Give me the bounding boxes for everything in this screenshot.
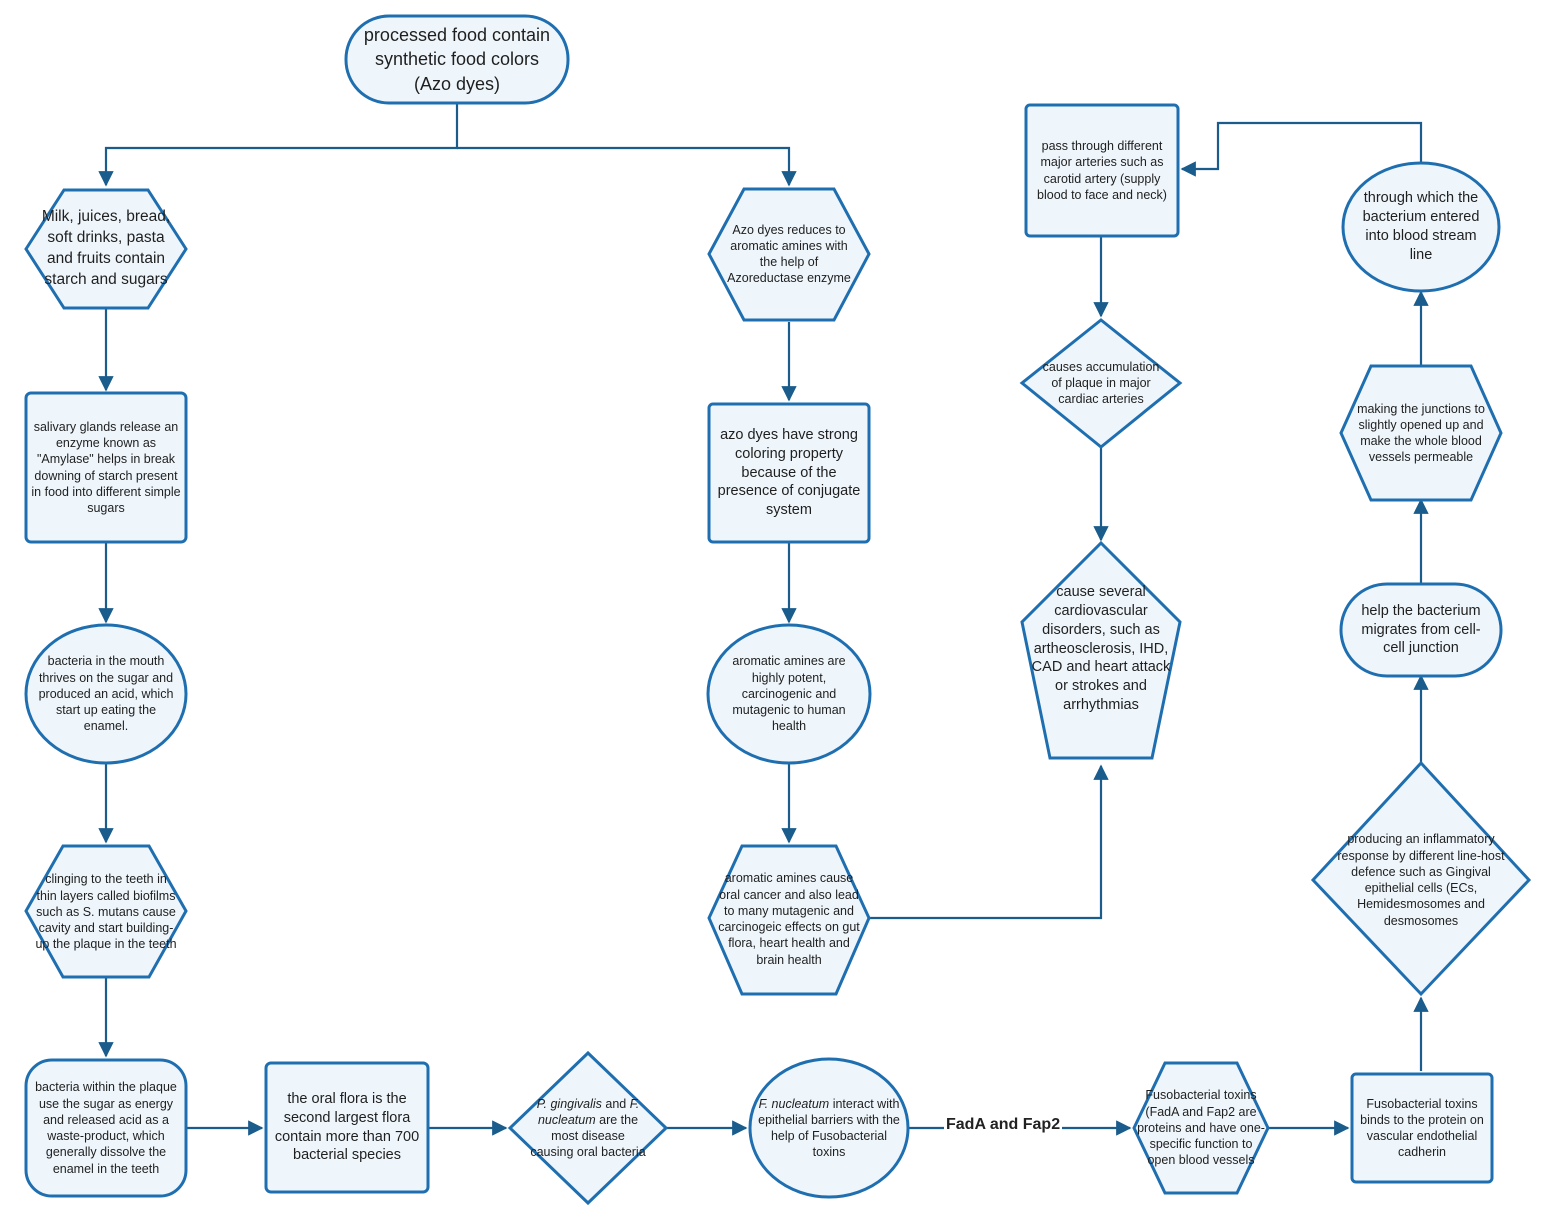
node-azo-coloring-shape	[707, 402, 871, 544]
fn-rest: interact with epithelial barriers with t…	[758, 1096, 900, 1160]
edge-processed-to-milk	[98, 103, 459, 187]
node-fn-shape	[748, 1057, 910, 1199]
edge-processed-to-azo	[457, 146, 797, 187]
node-inflammatory-shape	[1310, 760, 1532, 997]
node-clinging-shape	[24, 844, 188, 979]
node-pgfn-label: P. gingivalis and F. nucleatum are the m…	[528, 1066, 648, 1190]
node-milk-shape	[24, 188, 188, 310]
node-toxins-proteins-label: Fusobacterial toxins (FadA and Fap2 are …	[1137, 1088, 1265, 1168]
node-bacteria-plaque-shape	[24, 1058, 188, 1198]
node-cardiovascular-label: cause several cardiovascular disorders, …	[1031, 584, 1171, 714]
node-bacteria-mouth-label: bacteria in the mouth thrives on the sug…	[38, 654, 174, 734]
node-oral-flora-label: the oral flora is the second largest flo…	[274, 1090, 420, 1164]
pgfn-and: and	[601, 1096, 630, 1111]
fn-italic-2: F. nucleatum	[758, 1096, 830, 1111]
node-pgfn-shape	[507, 1050, 669, 1206]
node-bacteria-plaque-label: bacteria within the plaque use the sugar…	[35, 1080, 177, 1176]
node-azo-coloring-label: azo dyes have strong coloring property b…	[717, 426, 861, 519]
node-through-label: through which the bacterium entered into…	[1362, 190, 1480, 263]
fn-text: F. nucleatum interact with epithelial ba…	[758, 1096, 900, 1161]
node-through-shape	[1341, 161, 1501, 293]
pg-italic: P. gingivalis	[536, 1096, 602, 1111]
node-salivary-label: salivary glands release an enzyme known …	[31, 419, 181, 515]
node-toxins-binds-shape	[1350, 1072, 1494, 1184]
node-junctions-shape	[1339, 364, 1503, 502]
node-pass-through-label: pass through different major arteries su…	[1037, 139, 1167, 202]
node-junctions-label: making the junctions to slightly opened …	[1357, 401, 1485, 465]
node-azo-reduces-label: Azo dyes reduces to aromatic amines with…	[727, 222, 851, 286]
edge-cancer-to-cardio	[866, 764, 1109, 920]
node-pass-through-shape	[1024, 103, 1180, 238]
node-inflammatory-label: producing an inflammatory response by di…	[1337, 832, 1505, 928]
node-toxins-proteins-shape	[1132, 1061, 1270, 1195]
node-cardiovascular-shape	[1020, 540, 1182, 760]
node-accumulation-shape	[1019, 318, 1183, 449]
pgfn-text: P. gingivalis and F. nucleatum are the m…	[528, 1096, 648, 1161]
node-aromatic-potent-label: aromatic amines are highly potent, carci…	[732, 654, 846, 734]
fn-italic-1: F. nucleatum	[537, 1096, 640, 1127]
node-clinging-label: clinging to the teeth in thin layers cal…	[35, 872, 177, 952]
node-salivary-shape	[24, 391, 188, 544]
node-aromatic-cancer-shape	[707, 844, 871, 996]
node-migrates-label: help the bacterium migrates from cell-ce…	[1361, 602, 1481, 657]
node-bacteria-mouth-shape	[24, 623, 188, 765]
node-oral-flora-shape	[264, 1061, 430, 1194]
node-aromatic-cancer-label: aromatic amines cause oral cancer and al…	[718, 871, 860, 967]
shapes	[24, 14, 1532, 1206]
node-accumulation-label: causes accumulation of plaque in major c…	[1042, 359, 1160, 407]
node-azo-reduces-shape	[707, 187, 871, 322]
node-processed-food-label: processed food contain synthetic food co…	[363, 25, 551, 94]
pgfn-rest: are the most disease causing oral bacter…	[530, 1112, 646, 1160]
edge-through-to-pass	[1180, 121, 1423, 177]
edges	[98, 103, 1429, 1136]
node-aromatic-potent-shape	[706, 623, 872, 765]
node-toxins-binds-label: Fusobacterial toxins binds to the protei…	[1360, 1096, 1484, 1160]
edge-label-fada-fap2: FadA and Fap2	[944, 1116, 1063, 1134]
node-fn-label: F. nucleatum interact with epithelial ba…	[758, 1076, 900, 1180]
node-milk-label: Milk, juices, bread, soft drinks, pasta …	[41, 208, 171, 288]
node-processed-food-shape	[344, 14, 570, 105]
node-migrates-shape	[1339, 582, 1503, 678]
